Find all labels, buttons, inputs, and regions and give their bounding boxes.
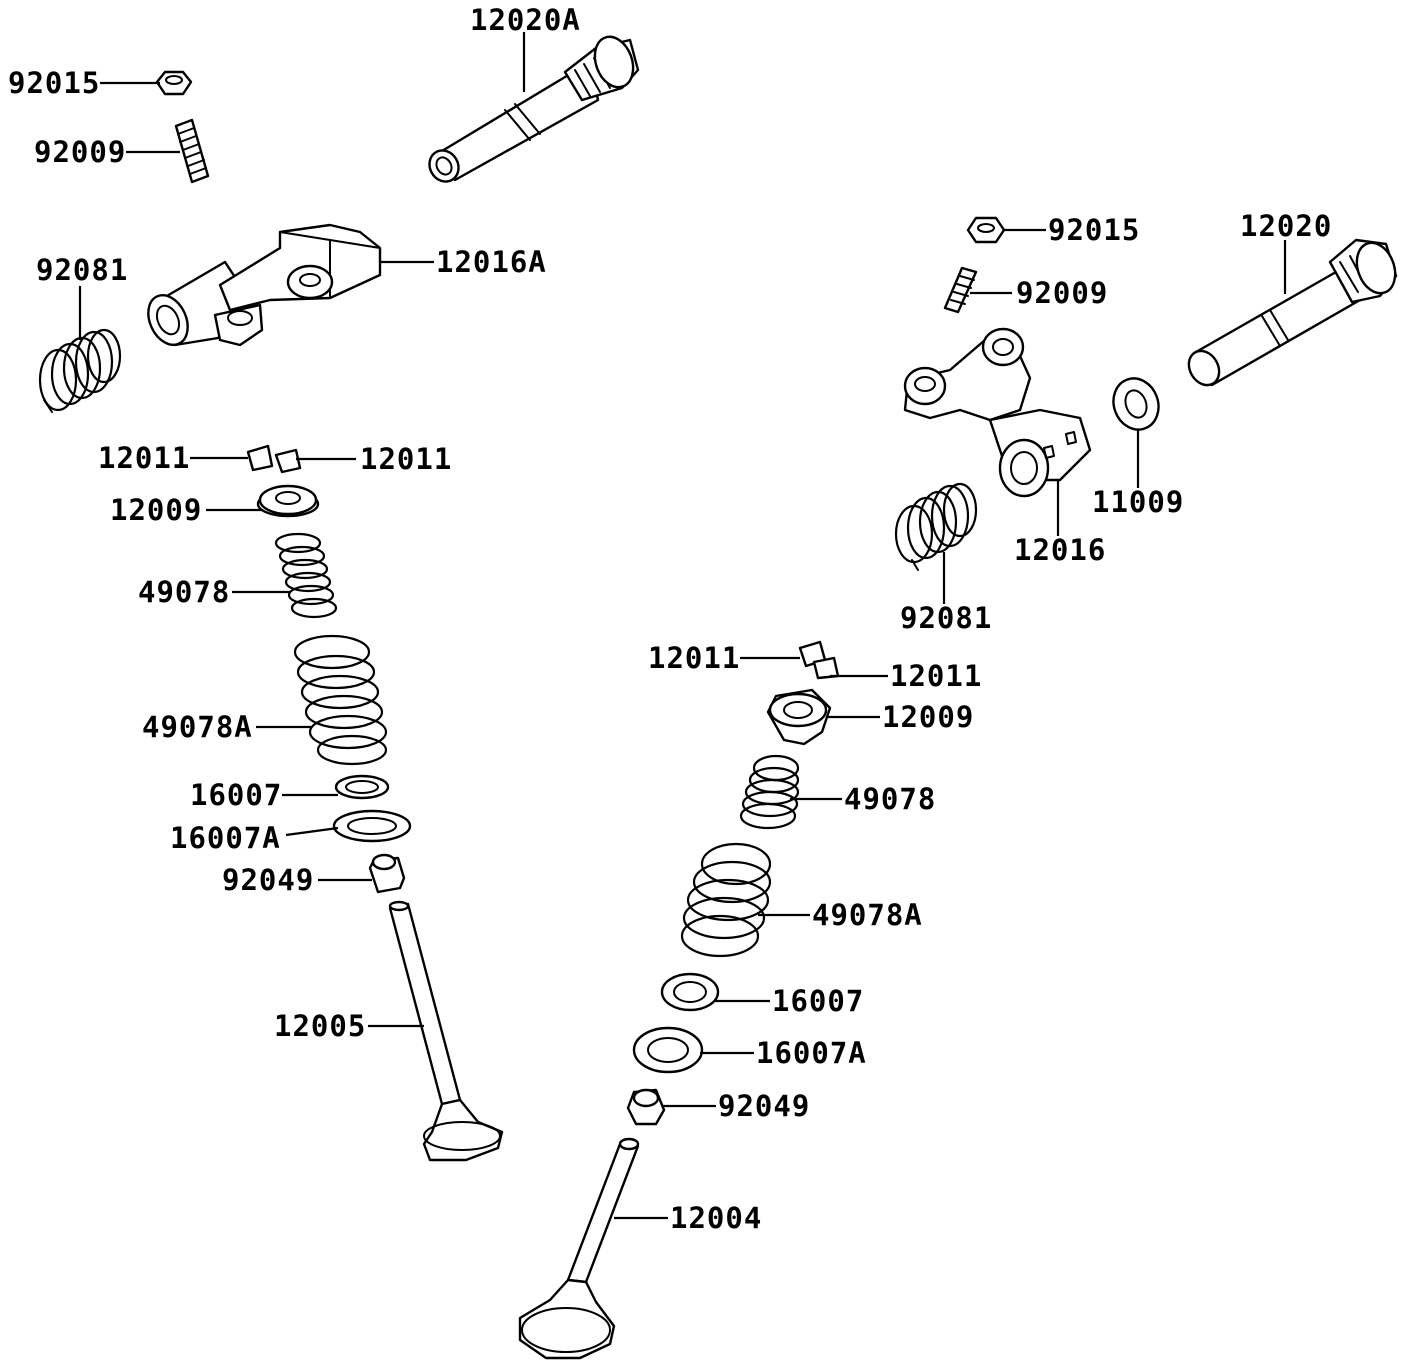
rocker-arm-12016A: [147, 223, 382, 347]
nut-92015-right: [966, 216, 1006, 244]
label-12009-right: 12009: [882, 700, 974, 734]
label-16007A-right: 16007A: [756, 1036, 867, 1070]
rocker-shaft-12020A: [428, 35, 640, 183]
outer-valve-spring-49078A-left: [293, 634, 388, 766]
label-12004: 12004: [670, 1201, 762, 1235]
label-12005: 12005: [274, 1009, 366, 1043]
rocker-shaft-12020: [1187, 238, 1398, 387]
label-12011-left-b: 12011: [360, 442, 452, 476]
valve-12004: [518, 1137, 640, 1360]
label-92081-left: 92081: [36, 253, 128, 287]
label-49078A-right: 49078A: [812, 898, 923, 932]
label-12020: 12020: [1240, 209, 1332, 243]
inner-valve-spring-49078-left: [274, 532, 338, 619]
inner-valve-spring-49078-right: [739, 754, 800, 830]
outer-valve-spring-49078A-right: [680, 842, 772, 958]
spring-retainer-12009-left: [256, 484, 320, 518]
label-92049-left: 92049: [222, 863, 314, 897]
label-49078-right: 49078: [844, 782, 936, 816]
adjust-screw-92009-left: [174, 118, 210, 184]
rocker-spring-92081-right: [894, 482, 978, 571]
spring-seat-16007-right: [660, 972, 720, 1012]
valve-collets-12011-left: [246, 444, 302, 474]
part-number-labels: 12020A 92015 92009 92081 12016A 12011 12…: [8, 3, 1332, 1235]
label-92049-right: 92049: [718, 1089, 810, 1123]
label-16007A-left: 16007A: [170, 821, 281, 855]
label-49078-left: 49078: [138, 575, 230, 609]
rocker-arm-12016: [903, 327, 1092, 498]
label-49078A-left: 49078A: [142, 710, 253, 744]
label-12009-left: 12009: [110, 493, 202, 527]
nut-92015-left: [155, 70, 193, 96]
label-92009-right: 92009: [1016, 276, 1108, 310]
label-92081-right: 92081: [900, 601, 992, 635]
adjust-screw-92009-right: [943, 266, 978, 314]
valve-stem-seal-92049-left: [368, 853, 406, 894]
label-16007-left: 16007: [190, 778, 282, 812]
leader-lines: [78, 32, 1287, 1220]
label-12011-right-b: 12011: [890, 659, 982, 693]
label-11009: 11009: [1092, 485, 1184, 519]
label-92015-right: 92015: [1048, 213, 1140, 247]
valve-12005: [388, 900, 504, 1162]
spring-retainer-12009-right: [766, 688, 832, 746]
valve-collets-12011-right: [798, 640, 840, 680]
label-92015-left: 92015: [8, 66, 100, 100]
label-12016A: 12016A: [436, 245, 547, 279]
label-16007-right: 16007: [772, 984, 864, 1018]
spring-seat-16007-left: [334, 774, 390, 800]
washer-11009: [1112, 377, 1160, 431]
label-12011-left-a: 12011: [98, 441, 190, 475]
label-92009-left: 92009: [34, 135, 126, 169]
spring-seat-16007A-right: [632, 1026, 704, 1074]
label-12016: 12016: [1014, 533, 1106, 567]
label-12020A: 12020A: [470, 3, 581, 37]
label-12011-right-a: 12011: [648, 641, 740, 675]
valve-stem-seal-92049-right: [626, 1088, 666, 1126]
rocker-spring-92081-left: [38, 328, 122, 413]
spring-seat-16007A-left: [332, 809, 412, 843]
